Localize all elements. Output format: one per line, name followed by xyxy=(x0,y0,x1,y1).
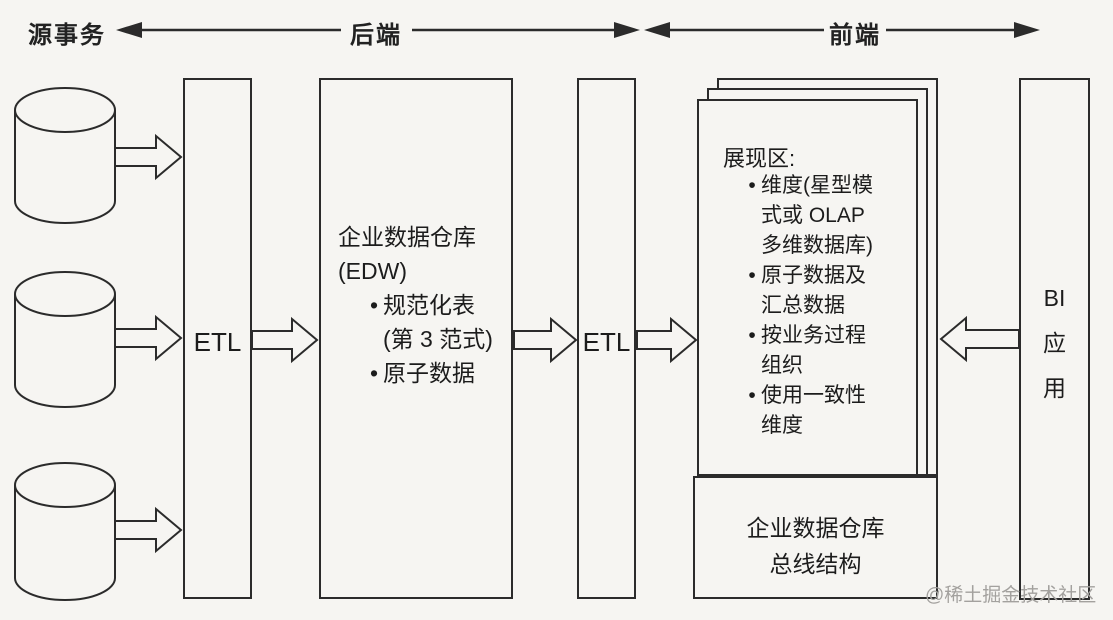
bullet-icon: • xyxy=(748,384,756,407)
edw-box: 企业数据仓库 (EDW) • 规范化表 (第 3 范式) • 原子数据 xyxy=(319,78,513,599)
bullet-icon: • xyxy=(748,324,756,347)
backend-label: 后端 xyxy=(350,22,402,49)
presentation-area: 展现区: • 维度(星型模 式或 OLAP 多维数据库) • 原子数据及 汇总数… xyxy=(697,99,918,476)
database-cylinder-3 xyxy=(14,462,116,601)
presentation-bullet-4: • 使用一致性 xyxy=(699,381,873,411)
arrow-etl1-to-edw xyxy=(251,316,319,364)
arrow-etl2-to-presentation xyxy=(636,316,698,364)
source-transactions-label: 源事务 xyxy=(28,22,106,49)
bi-application-label: BI 应 用 xyxy=(1043,285,1066,401)
bullet-icon: • xyxy=(369,360,379,386)
bi-application-box: BI 应 用 xyxy=(1019,78,1090,600)
database-cylinder-1 xyxy=(14,87,116,224)
arrow-edw-to-etl2 xyxy=(513,316,578,364)
edw-bullet-1-cont: (第 3 范式) xyxy=(383,326,493,352)
arrow-source3-to-etl xyxy=(114,506,183,554)
watermark: @稀土掘金技术社区 xyxy=(925,585,1097,606)
presentation-title: 展现区: xyxy=(723,146,796,171)
edw-bullet-2: • 原子数据 xyxy=(338,356,493,390)
frontend-span-arrow xyxy=(644,22,1040,38)
bus-structure-box: 企业数据仓库 总线结构 xyxy=(693,476,938,599)
frontend-label: 前端 xyxy=(829,22,881,49)
arrow-bi-to-presentation xyxy=(939,315,1020,363)
edw-title-line1: 企业数据仓库 xyxy=(338,224,476,250)
backend-span-arrow xyxy=(116,22,640,38)
arrow-source1-to-etl xyxy=(114,133,183,181)
bus-structure-label: 企业数据仓库 总线结构 xyxy=(746,515,885,577)
etl-column-2: ETL xyxy=(577,78,636,599)
presentation-bullet-list: • 维度(星型模 式或 OLAP 多维数据库) • 原子数据及 汇总数据 • 按… xyxy=(699,171,873,441)
edw-title-line2: (EDW) xyxy=(338,258,407,284)
edw-bullet-1: • 规范化表 xyxy=(338,288,493,322)
bullet-icon: • xyxy=(369,292,379,318)
etl-column-1: ETL xyxy=(183,78,252,599)
arrow-source2-to-etl xyxy=(114,314,183,362)
presentation-bullet-2: • 原子数据及 xyxy=(699,261,873,291)
database-cylinder-2 xyxy=(14,271,116,408)
bullet-icon: • xyxy=(748,264,756,287)
etl-1-label: ETL xyxy=(193,327,242,357)
presentation-bullet-1: • 维度(星型模 xyxy=(699,171,873,201)
edw-text-block: 企业数据仓库 (EDW) • 规范化表 (第 3 范式) • 原子数据 xyxy=(338,220,493,390)
bullet-icon: • xyxy=(748,174,756,197)
presentation-bullet-3: • 按业务过程 xyxy=(699,321,873,351)
etl-2-label: ETL xyxy=(582,327,631,357)
